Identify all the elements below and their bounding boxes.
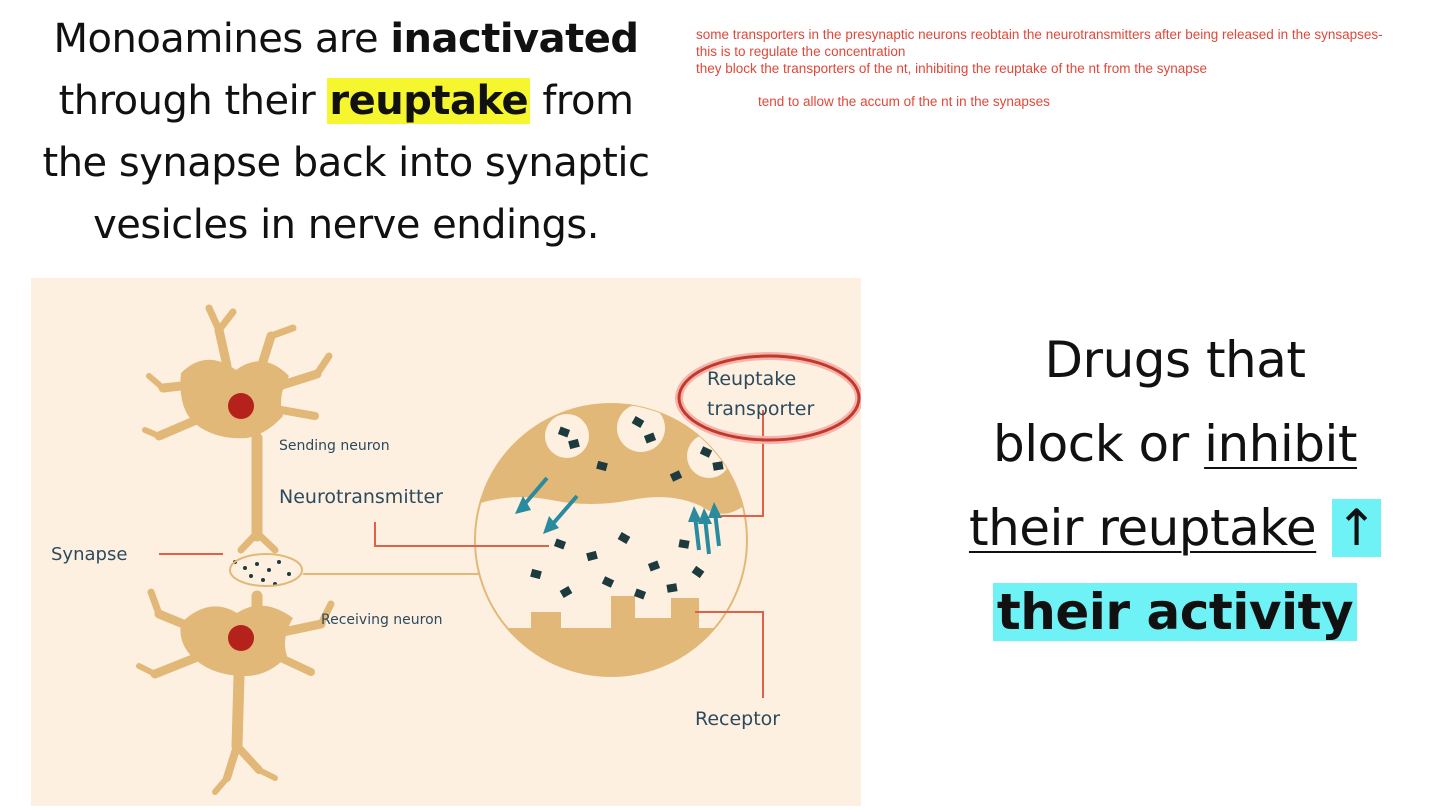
sending-neuron-label: Sending neuron [279,438,390,454]
note-3: tend to allow the accum of the nt in the… [758,94,1050,109]
drugs-line-4: their activity [940,570,1410,654]
neurotransmitter-molecules [530,416,724,600]
drugs-line-1: Drugs that [1044,331,1306,389]
receiving-neuron [136,588,335,795]
pointer-lines [159,410,764,698]
drugs-statement: Drugs that block or inhibit their reupta… [940,318,1410,654]
diagram-graphic [136,304,861,795]
synapse-diagram: Sending neuron Neurotransmitter Synapse … [31,278,861,806]
title-line-3: the synapse back into synaptic [42,140,650,186]
neurotransmitter-label: Neurotransmitter [279,486,443,508]
drugs-line-2: block or inhibit [940,402,1410,486]
release-arrows [515,476,579,534]
receiving-neuron-label: Receiving neuron [321,612,443,628]
title-text: through their [58,78,328,124]
note-2: they block the transporters of the nt, i… [696,61,1208,76]
title-line-1: Monoamines are inactivated [14,8,678,70]
their-reuptake-text: their reuptake [968,499,1317,557]
transporter-label: transporter [707,398,815,420]
drugs-line-3: their reuptake ↑ [940,486,1410,570]
title-line-4: vesicles in nerve endings. [93,202,599,248]
sending-nucleus [228,393,254,419]
drugs-text: block or [992,415,1205,473]
main-statement: Monoamines are inactivated through their… [14,8,678,256]
synapse-dots [233,560,291,586]
transporter-circle [677,354,861,442]
their-activity-highlight: their activity [992,583,1358,641]
receptor-label: Receptor [695,708,781,730]
title-text: from [530,78,634,124]
inhibit-word: inhibit [1204,415,1357,473]
up-arrow-icon: ↑ [1331,499,1382,557]
title-text: Monoamines are [53,16,391,62]
presynaptic-terminal [475,404,747,514]
reuptake-label: Reuptake [707,368,797,390]
reuptake-arrows [688,502,722,555]
synapse-label: Synapse [51,544,128,565]
reuptake-highlight: reuptake [327,78,531,124]
synapse-gap [229,553,303,587]
title-line-2: through their reuptake from [14,70,678,132]
handwritten-notes: some transporters in the presynaptic neu… [696,26,1396,110]
sending-neuron [142,304,333,554]
inactivated-word: inactivated [390,16,639,62]
note-1: some transporters in the presynaptic neu… [696,27,1383,59]
receiving-nucleus [228,625,254,651]
